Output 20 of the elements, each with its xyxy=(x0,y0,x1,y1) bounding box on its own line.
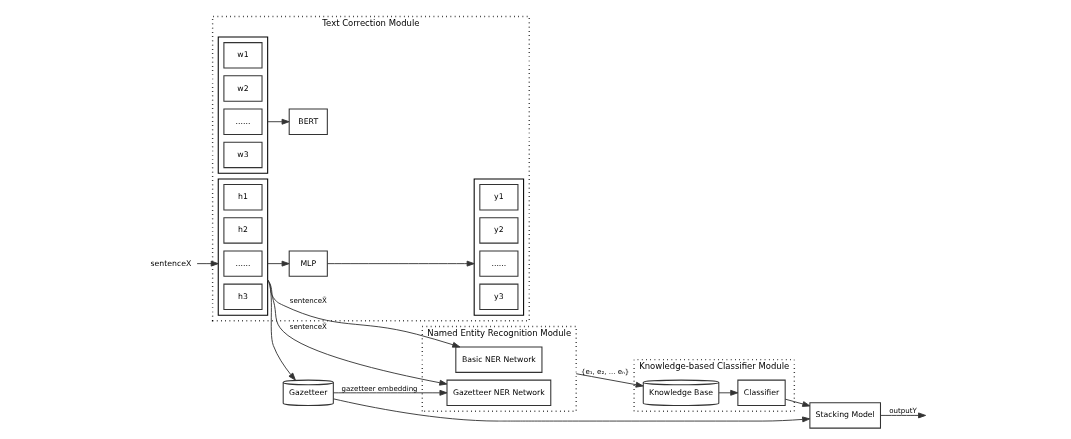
arrow xyxy=(784,398,811,407)
cluster xyxy=(473,178,525,316)
arrow xyxy=(880,412,927,419)
edge-label: sentenceX̄ xyxy=(289,322,327,332)
arrow xyxy=(718,389,739,396)
cluster xyxy=(217,178,269,316)
edge-label: {e₁, e₂, ... eₙ} xyxy=(580,366,630,376)
cluster xyxy=(217,36,269,174)
arrow xyxy=(196,260,219,267)
arrow xyxy=(333,398,811,423)
edge-label: sentenceX̄ xyxy=(289,296,327,306)
edge-label: gazetteer embedding xyxy=(341,383,418,393)
arrow xyxy=(575,373,644,388)
edge-label: outputY xyxy=(889,406,917,416)
arrow xyxy=(267,260,290,267)
arrow xyxy=(267,118,290,125)
arrow xyxy=(267,279,448,386)
arrow xyxy=(267,279,296,381)
arrow xyxy=(333,389,448,396)
arrow xyxy=(327,260,475,267)
